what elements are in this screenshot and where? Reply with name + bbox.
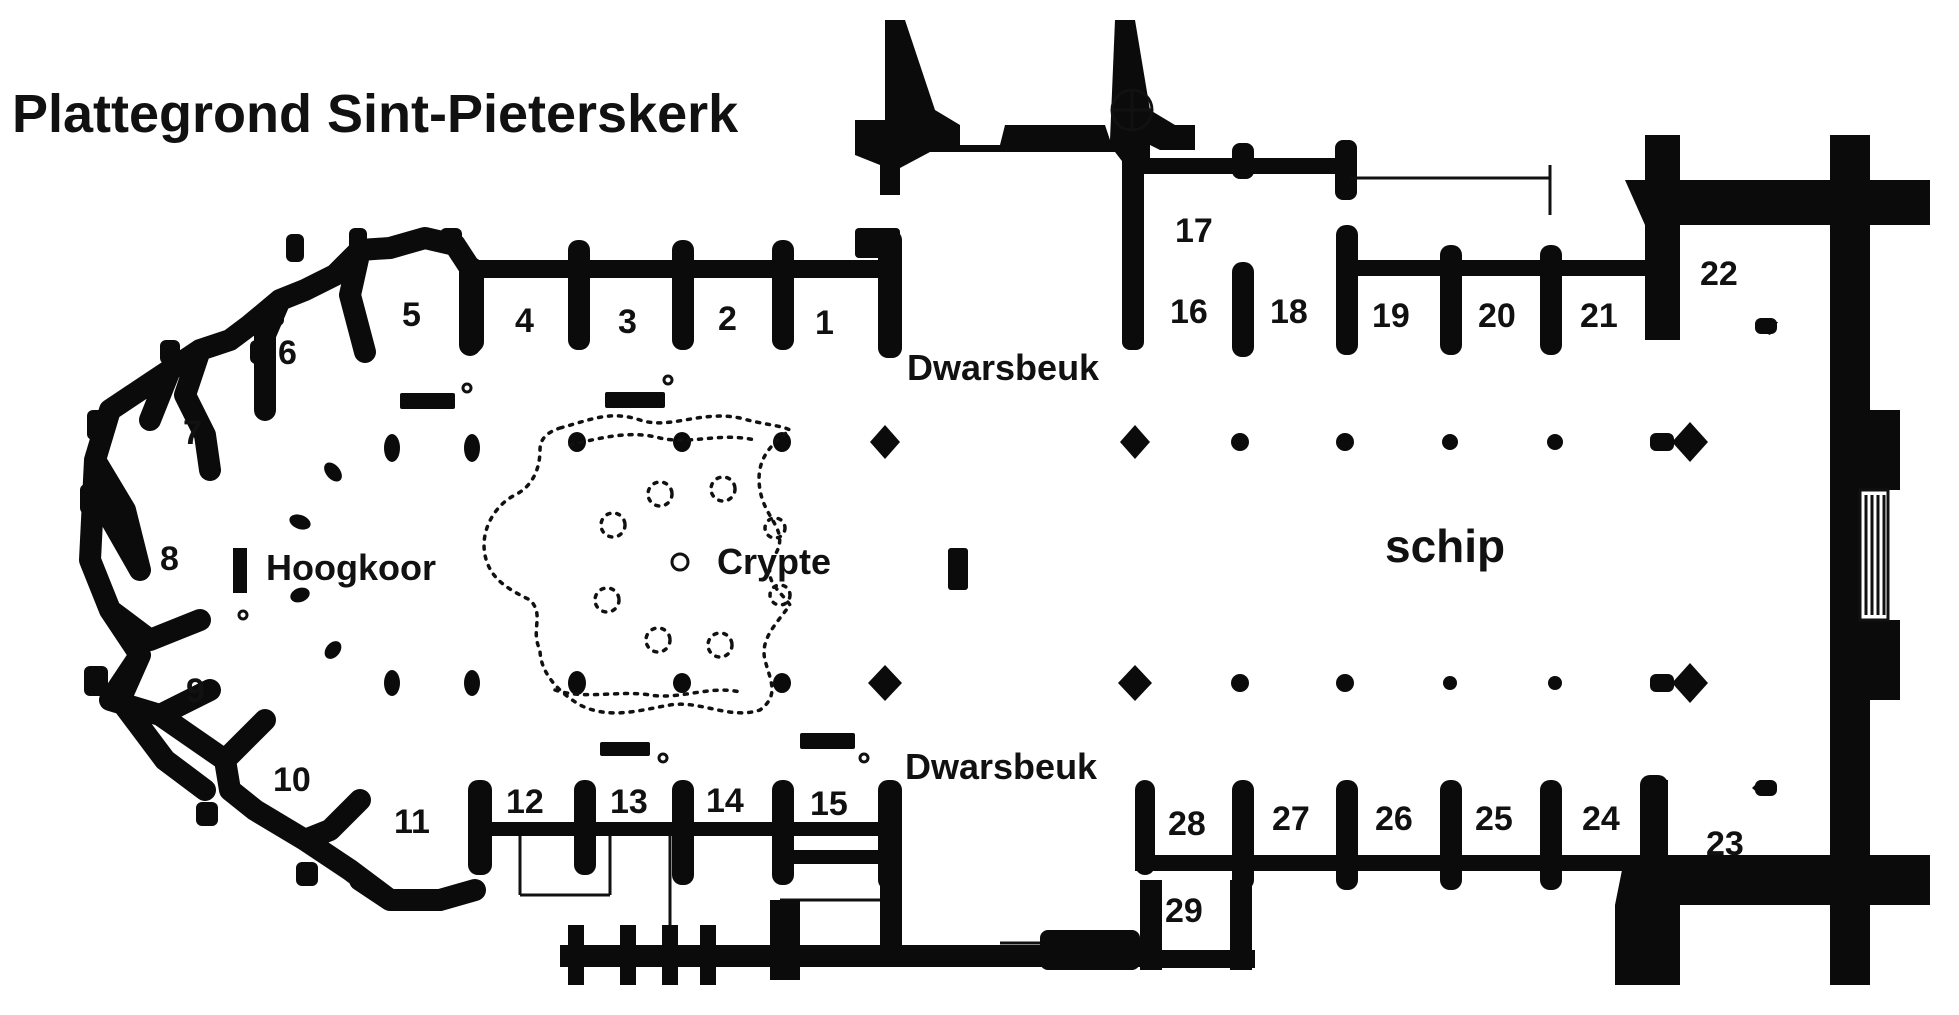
west-front — [1615, 135, 1930, 985]
label-hoogkoor: Hoogkoor — [266, 547, 436, 588]
crypt-outline — [482, 414, 794, 715]
apse-chapel-walls — [79, 227, 486, 911]
chapel-number: 29 — [1165, 892, 1203, 930]
chapel-number: 4 — [515, 302, 534, 340]
chapel-number: 27 — [1272, 800, 1310, 838]
north-choir-aisle — [460, 228, 902, 358]
chapel-number: 5 — [402, 296, 421, 334]
chapel-number: 21 — [1580, 297, 1618, 335]
chapel-number: 15 — [810, 785, 848, 823]
chapel-number: 26 — [1375, 800, 1413, 838]
chapel-number: 11 — [394, 803, 430, 841]
chapel-number: 6 — [278, 334, 297, 372]
chapel-number: 23 — [1706, 825, 1744, 863]
label-dwarsbeuk-south: Dwarsbeuk — [905, 746, 1098, 787]
chapel-number: 3 — [618, 303, 637, 341]
south-nave-aisle — [1135, 775, 1668, 890]
chapel-number: 14 — [706, 782, 744, 820]
chapel-number: 2 — [718, 300, 737, 338]
nave-piers-south — [384, 320, 1778, 795]
chapel-number: 17 — [1175, 212, 1213, 250]
north-transept-porch — [855, 20, 1195, 350]
chapel-number: 1 — [815, 304, 834, 342]
chapel-number: 16 — [1170, 293, 1208, 331]
chapel-number: 19 — [1372, 297, 1410, 335]
chapel-number: 20 — [1478, 297, 1516, 335]
plan-title: Plattegrond Sint-Pieterskerk — [12, 84, 739, 144]
chapel-number: 25 — [1475, 800, 1513, 838]
choir-piers — [233, 374, 968, 764]
chapel-number: 12 — [506, 783, 544, 821]
chapel-number: 7 — [183, 414, 202, 452]
label-dwarsbeuk-north: Dwarsbeuk — [907, 347, 1100, 388]
nave-piers-north — [384, 422, 1708, 462]
chapel-number: 9 — [186, 672, 205, 710]
label-schip: schip — [1385, 520, 1505, 572]
chapel-number: 18 — [1270, 293, 1308, 331]
north-nave-aisle — [1135, 140, 1660, 357]
chapel-number: 10 — [273, 761, 311, 799]
chapel-number: 28 — [1168, 805, 1206, 843]
chapel-number: 24 — [1582, 800, 1620, 838]
chapel-number: 22 — [1700, 255, 1738, 293]
chapel-numbers: 1 2 3 4 5 6 7 8 9 10 11 12 13 14 15 16 1… — [160, 212, 1744, 930]
chapel-number: 13 — [610, 783, 648, 821]
chapel-number: 8 — [160, 540, 179, 578]
label-crypte: Crypte — [717, 541, 831, 582]
south-choir-aisle — [468, 780, 1255, 985]
